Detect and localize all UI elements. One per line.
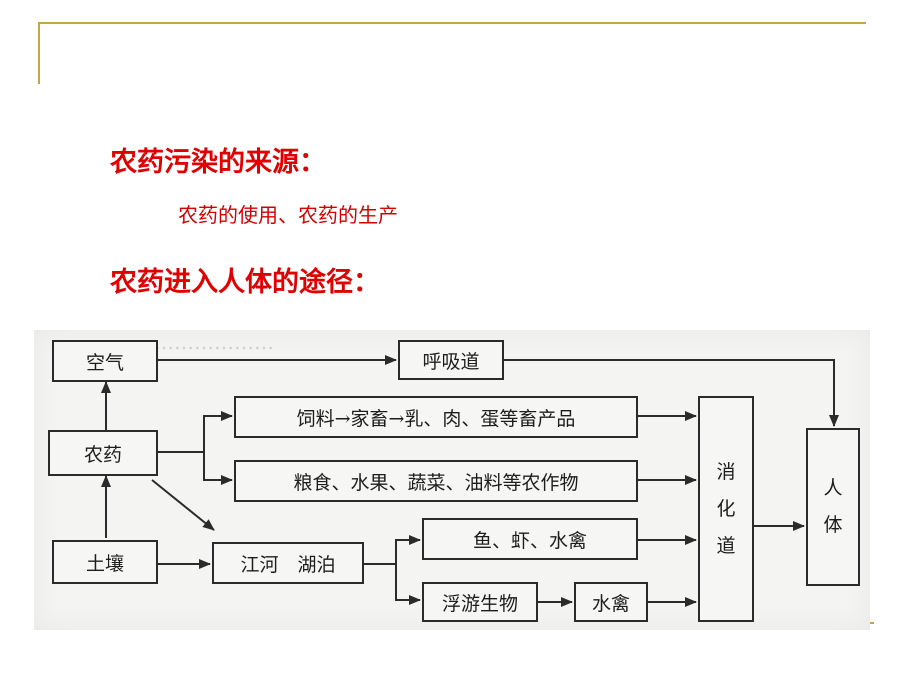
pesticide-route-diagram: …………………………… 空气 呼吸道 — [34, 330, 870, 630]
source-detail: 农药的使用、农药的生产 — [178, 203, 398, 227]
node-respiratory: 呼吸道 — [398, 340, 504, 380]
node-waterfowl: 水禽 — [574, 582, 648, 622]
node-digestive: 消 化 道 — [698, 396, 754, 622]
node-soil: 土壤 — [52, 540, 158, 584]
human-char-2: 体 — [823, 514, 843, 536]
node-air: 空气 — [52, 340, 158, 382]
node-grain: 粮食、水果、蔬菜、油料等农作物 — [234, 460, 638, 502]
node-feed: 饲料→家畜→乳、肉、蛋等畜产品 — [234, 396, 638, 438]
arrow-branch-feed — [203, 411, 233, 452]
slide-frame-top — [38, 22, 866, 24]
arrow-branch-grain — [203, 452, 233, 485]
arrow-pesticide-river — [151, 479, 215, 531]
node-pesticide: 农药 — [48, 430, 158, 476]
node-river-lake: 江河 湖泊 — [212, 542, 364, 584]
slide-frame-left — [38, 22, 40, 84]
digestive-char-1: 消 — [716, 460, 736, 483]
flow-arrows — [101, 355, 839, 607]
arrow-branch-fish — [395, 535, 421, 564]
arrow-respiratory-human — [504, 359, 839, 427]
human-char-1: 人 — [823, 477, 843, 499]
digestive-char-2: 化 — [716, 497, 736, 520]
node-plankton: 浮游生物 — [422, 582, 538, 622]
node-fish: 鱼、虾、水禽 — [422, 518, 638, 560]
arrow-branch-plankton — [395, 564, 421, 605]
source-heading: 农药污染的来源： — [110, 147, 326, 178]
route-heading: 农药进入人体的途径： — [110, 267, 380, 298]
node-human: 人 体 — [806, 428, 860, 586]
digestive-char-3: 道 — [716, 534, 736, 557]
